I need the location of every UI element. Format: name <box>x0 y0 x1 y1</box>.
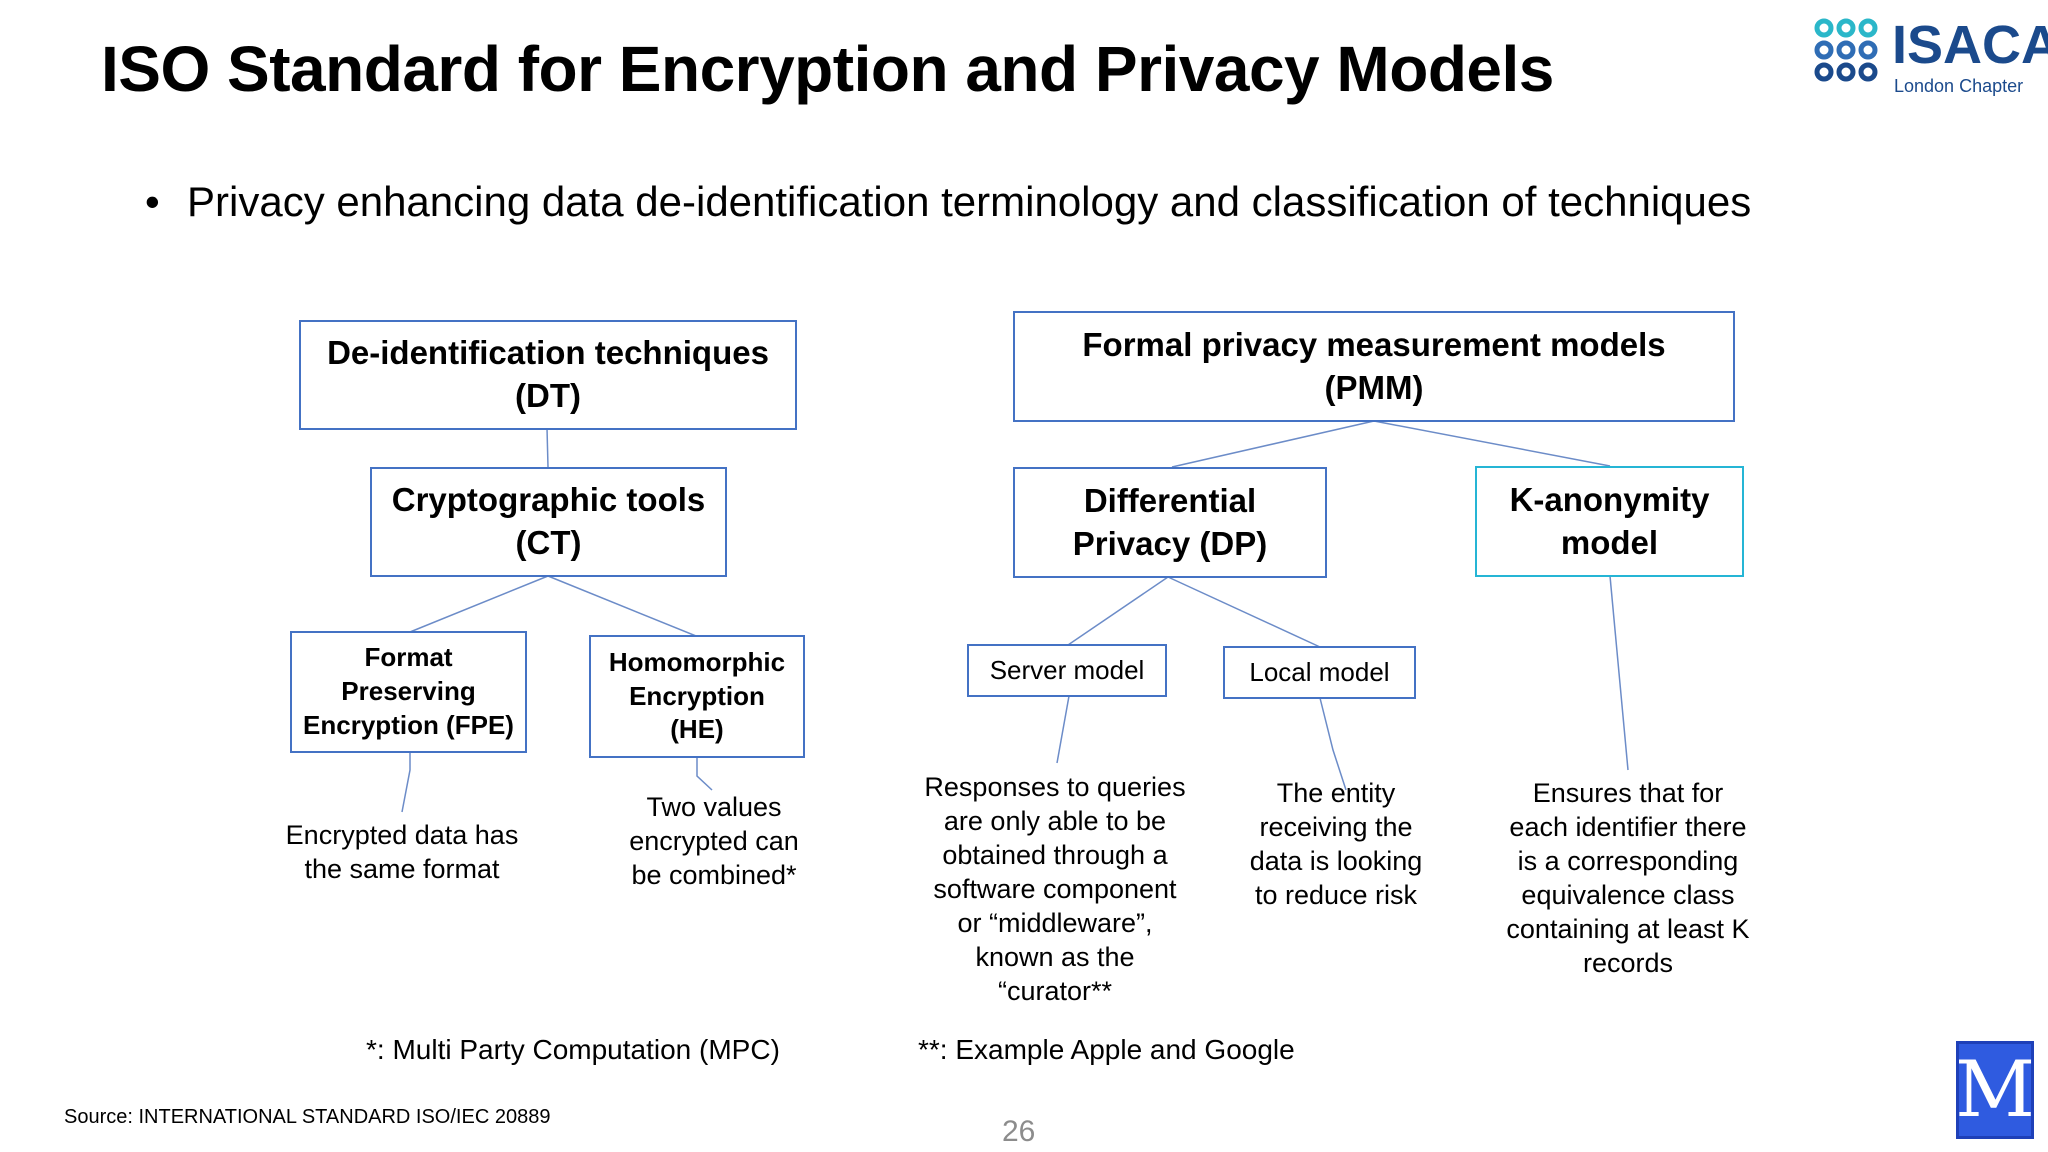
note-local-model: The entity receiving the data is looking… <box>1249 778 1423 910</box>
connector-pmm-ka <box>1373 420 1611 467</box>
connector-pmm-dp <box>1171 420 1375 468</box>
note-fpe: Encrypted data has the same format <box>285 820 519 884</box>
footnote-mpc: *: Multi Party Computation (MPC) <box>366 1034 780 1065</box>
note-server-model: Responses to queries are only able to be… <box>924 772 1186 1006</box>
page-title: ISO Standard for Encryption and Privacy … <box>101 33 1554 105</box>
node-formal-privacy-measurement-models: Formal privacy measurement models (PMM) <box>1013 311 1735 422</box>
connector-dp-server <box>1067 576 1169 646</box>
node-format-preserving-encryption: Format Preserving Encryption (FPE) <box>290 631 527 753</box>
node-deidentification-techniques: De-identification techniques (DT) <box>299 320 797 430</box>
isaca-mark-icon <box>1814 18 1878 82</box>
connector-local-note <box>1319 697 1347 791</box>
note-k-anonymity: Ensures that for each identifier there i… <box>1506 778 1750 978</box>
bullet-text: Privacy enhancing data de-identification… <box>187 178 1752 225</box>
node-server-model: Server model <box>967 644 1167 697</box>
isaca-chapter-label: London Chapter <box>1894 76 2024 96</box>
bullet-point: • Privacy enhancing data de-identificatio… <box>145 178 1751 226</box>
isaca-wordmark: ISACA <box>1892 15 2048 75</box>
footnote-apple-google: **: Example Apple and Google <box>918 1034 1295 1065</box>
connector-dp-local <box>1167 576 1321 648</box>
node-local-model: Local model <box>1223 646 1416 699</box>
connector-server-note <box>1056 695 1070 764</box>
connector-ct-he <box>547 575 697 637</box>
node-k-anonymity-model: K-anonymity model <box>1475 466 1744 577</box>
note-he: Two values encrypted can be combined* <box>629 792 799 890</box>
connector-fpe-note <box>401 751 411 813</box>
node-homomorphic-encryption: Homomorphic Encryption (HE) <box>589 635 805 758</box>
connector-dt-ct <box>546 427 549 468</box>
connector-he-note <box>696 756 713 791</box>
corner-m-logo: M <box>1955 1041 2035 1139</box>
connector-ka-note <box>1609 575 1629 771</box>
connector-ct-fpe <box>409 575 549 633</box>
node-cryptographic-tools: Cryptographic tools (CT) <box>370 467 727 577</box>
node-differential-privacy: Differential Privacy (DP) <box>1013 467 1327 578</box>
source-citation: Source: INTERNATIONAL STANDARD ISO/IEC 2… <box>64 1106 551 1128</box>
page-number: 26 <box>1002 1115 1036 1148</box>
bullet-dot-icon: • <box>145 178 160 225</box>
isaca-logo: ISACA London Chapter <box>1812 12 2048 102</box>
